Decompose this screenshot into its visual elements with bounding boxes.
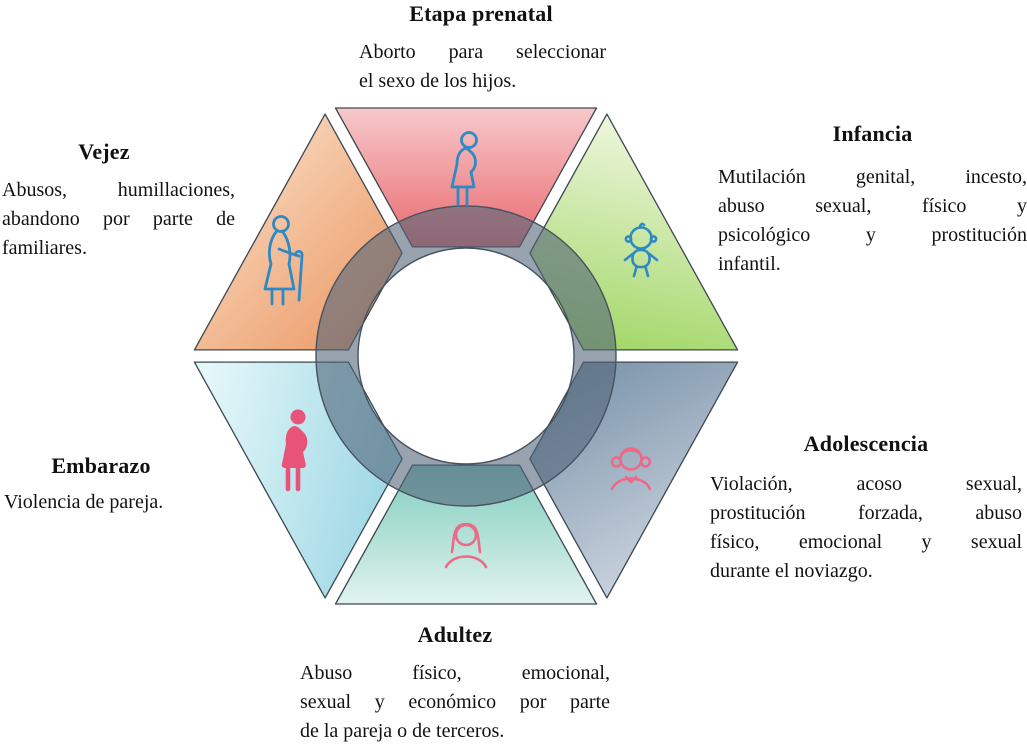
description-line: psicológico y prostitución bbox=[718, 224, 1027, 246]
baby-icon bbox=[623, 222, 659, 278]
description-line: sexual y económico por parte bbox=[300, 691, 610, 713]
stage-description-adultez: Abuso físico, emocional, sexual y económ… bbox=[300, 659, 610, 744]
stage-block-vejez: Vejez bbox=[0, 138, 208, 165]
description-line: de la pareja o de terceros. bbox=[300, 720, 505, 742]
stage-title-infancia: Infancia bbox=[832, 121, 913, 146]
description-line: prostitución forzada, abuso bbox=[710, 502, 1022, 524]
pregnant-silhouette-icon bbox=[281, 409, 308, 492]
stage-title-adultez: Adultez bbox=[417, 622, 493, 647]
stage-description-etapa-prenatal: Aborto para seleccionar el sexo de los h… bbox=[359, 38, 606, 96]
stage-block-adolescencia: Adolescencia bbox=[710, 430, 1022, 457]
stage-description-embarazo: Violencia de pareja. bbox=[4, 488, 244, 517]
description-line: el sexo de los hijos. bbox=[359, 70, 517, 92]
description-line: abuso sexual, físico y bbox=[718, 195, 1027, 217]
stage-block-infancia: Infancia bbox=[718, 120, 1027, 147]
pregnant-woman-icon bbox=[450, 131, 478, 207]
stage-description-infancia: Mutilación genital, incesto, abuso sexua… bbox=[718, 163, 1027, 279]
stage-block-embarazo: Embarazo bbox=[0, 452, 202, 479]
stage-description-adolescencia: Violación, acoso sexual, prostitución fo… bbox=[710, 470, 1022, 586]
description-line: abandono por parte de bbox=[2, 208, 235, 230]
description-line: físico, emocional y sexual bbox=[710, 531, 1022, 553]
stage-block-etapa-prenatal: Etapa prenatal bbox=[331, 0, 631, 27]
description-line: Violencia de pareja. bbox=[4, 491, 164, 513]
description-line: Abusos, humillaciones, bbox=[2, 179, 235, 201]
description-line: durante el noviazgo. bbox=[710, 560, 873, 582]
adult-woman-icon bbox=[444, 522, 488, 569]
center-ring bbox=[315, 205, 617, 507]
stage-title-vejez: Vejez bbox=[78, 139, 130, 164]
description-line: Abuso físico, emocional, bbox=[300, 662, 610, 684]
stage-title-embarazo: Embarazo bbox=[51, 453, 151, 478]
stage-title-adolescencia: Adolescencia bbox=[803, 431, 929, 456]
girl-icon bbox=[610, 447, 652, 491]
stage-block-adultez: Adultez bbox=[300, 621, 610, 648]
elderly-woman-icon bbox=[263, 215, 304, 306]
description-line: Mutilación genital, incesto, bbox=[718, 166, 1027, 188]
description-line: Aborto para seleccionar bbox=[359, 41, 606, 63]
description-line: Violación, acoso sexual, bbox=[710, 473, 1022, 495]
stage-description-vejez: Abusos, humillaciones, abandono por part… bbox=[2, 176, 235, 263]
description-line: familiares. bbox=[2, 237, 87, 259]
stage-title-etapa-prenatal: Etapa prenatal bbox=[409, 1, 553, 26]
description-line: infantil. bbox=[718, 253, 781, 275]
